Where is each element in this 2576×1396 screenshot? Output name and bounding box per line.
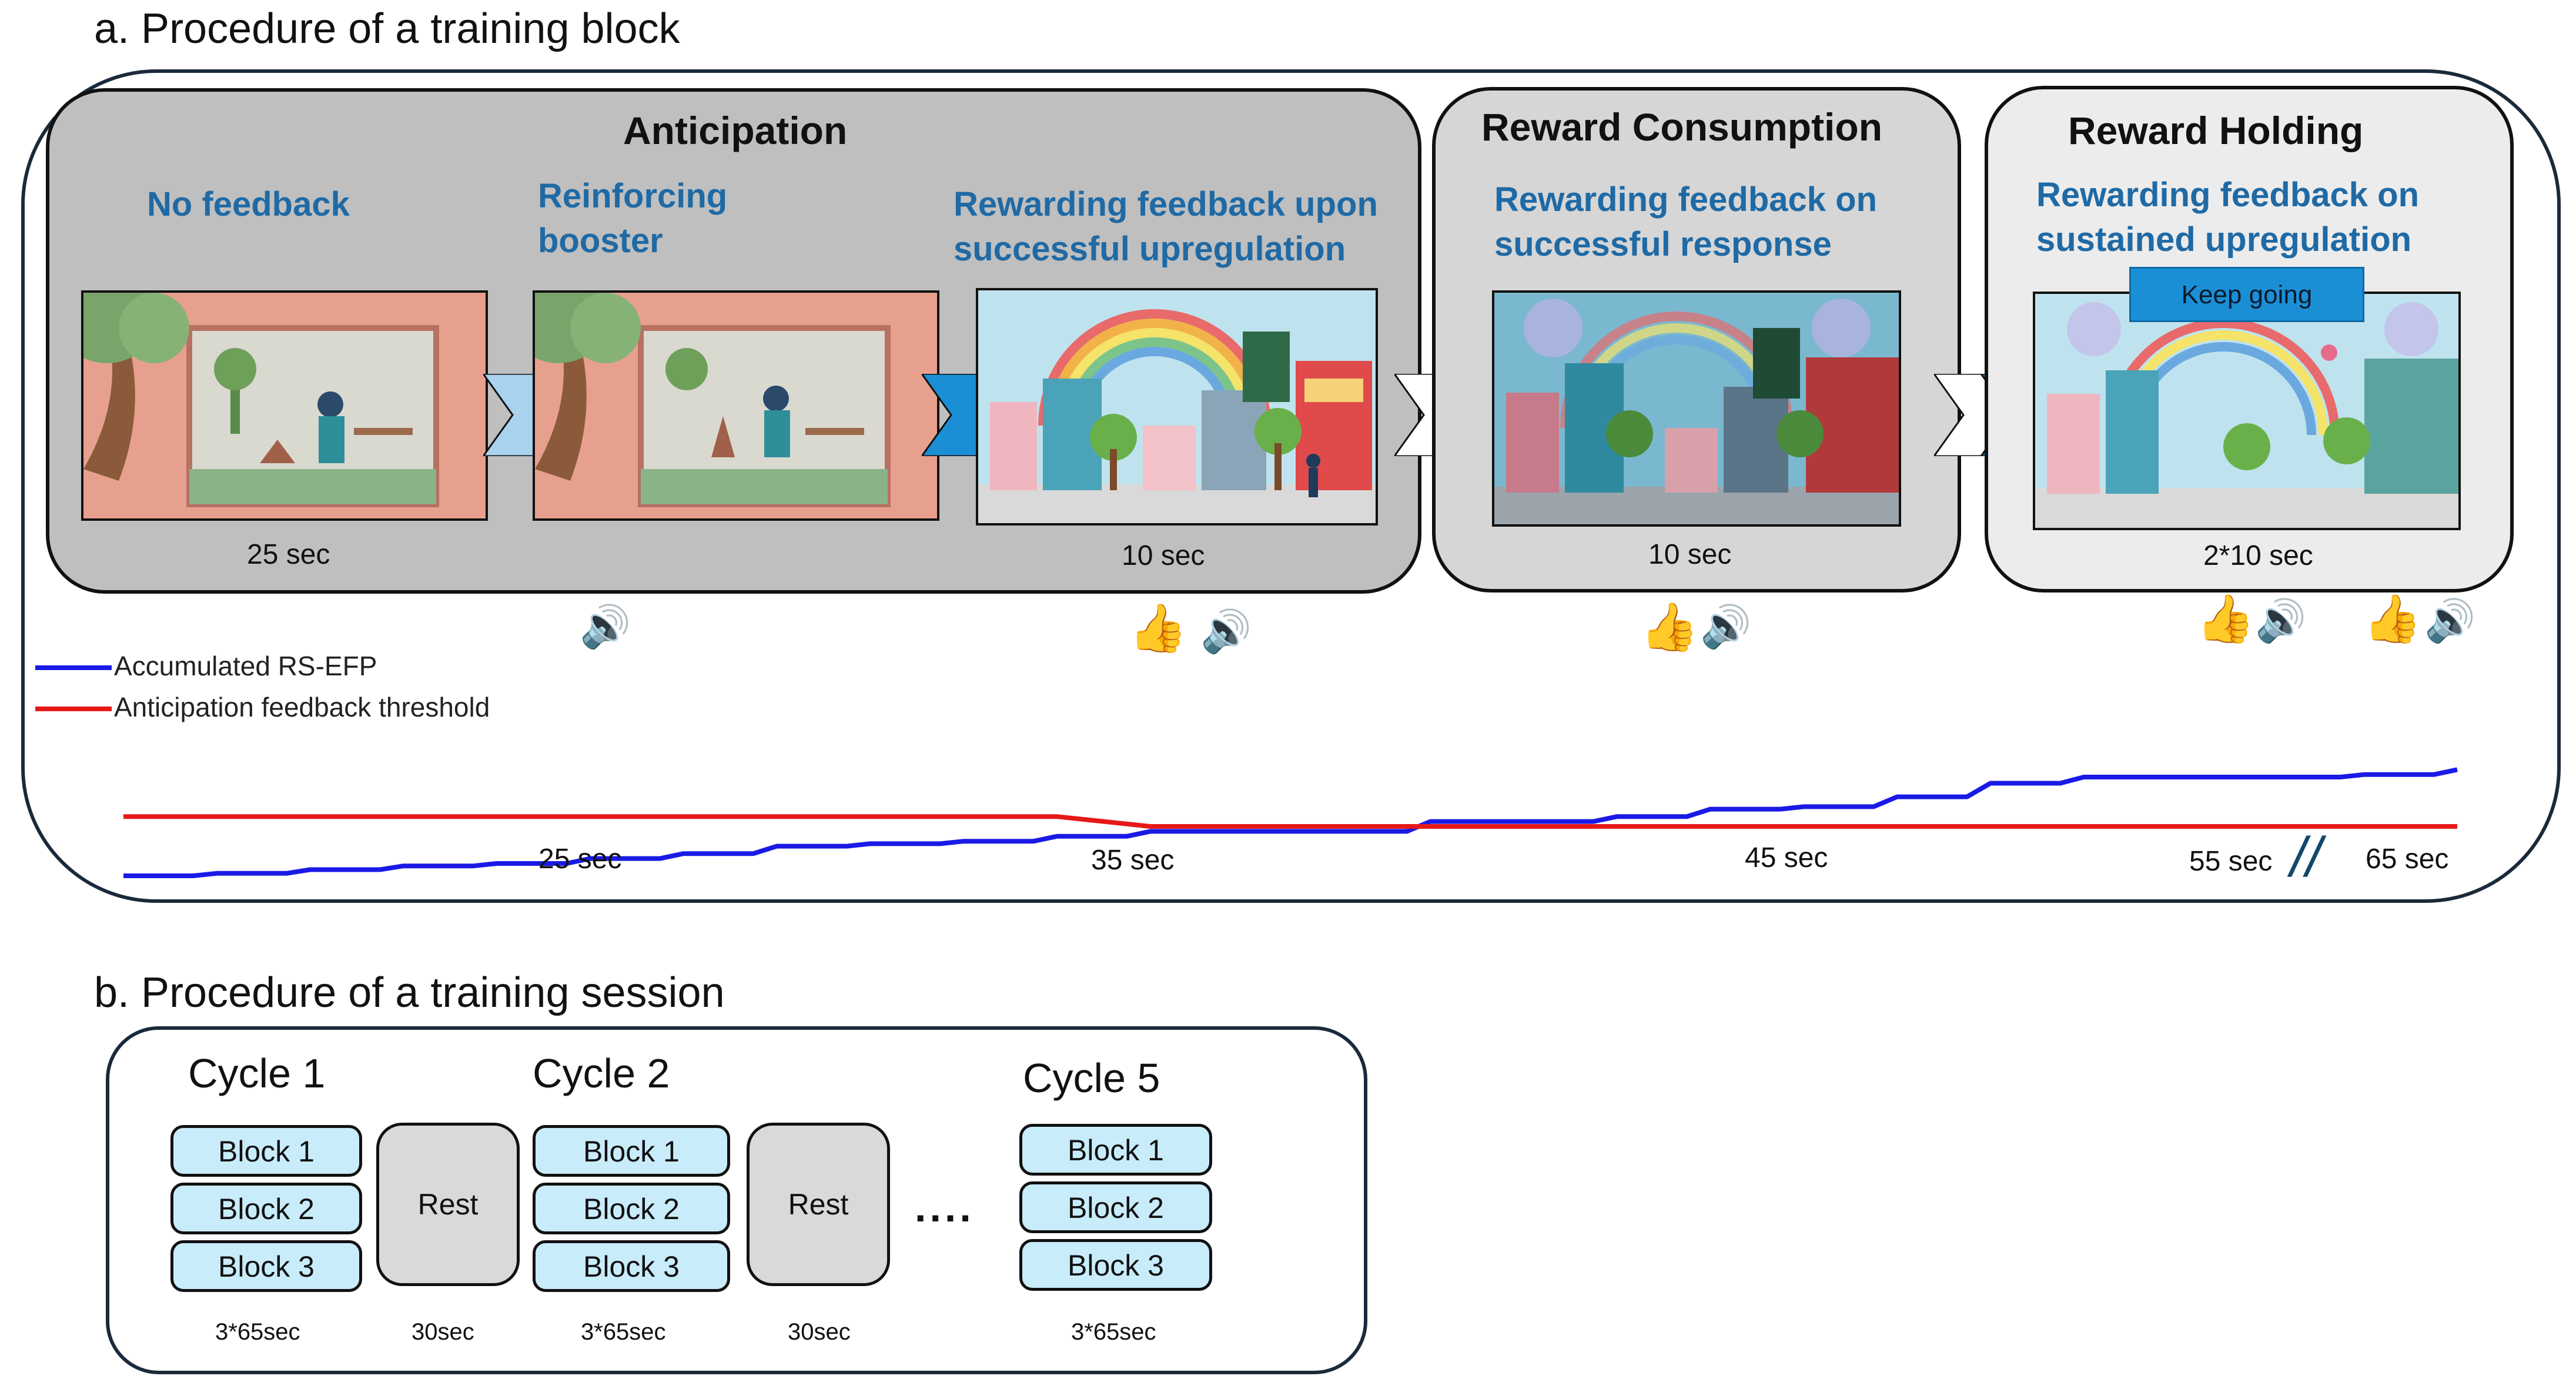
cycle1-block-2: Block 2 [170,1183,362,1234]
tick-45-sec: 45 sec [1745,842,1828,873]
cycle2-block-2: Block 2 [533,1183,730,1234]
cycle5-duration: 3*65sec [1071,1319,1156,1345]
thumbs-up-icon: 👍 [1129,602,1187,654]
duration-2x10-sec: 2*10 sec [2203,540,2313,571]
town-thumbs-illustration [1494,293,1899,524]
section-a-title: a. Procedure of a training block [94,5,680,52]
speaker-icon: 🔊 [2424,598,2476,644]
rest1-duration: 30sec [412,1319,474,1345]
cycle2-duration: 3*65sec [581,1319,666,1345]
cycle1-block-1: Block 1 [170,1125,362,1177]
accumulated-rs-efp-line [123,767,2458,878]
reward-consumption-label: Rewarding feedback on successful respons… [1494,180,1878,263]
tick-65-sec: 65 sec [2366,843,2449,875]
reinforcing-booster-label: Reinforcing booster [538,177,728,260]
legend-accumulated-label: Accumulated RS-EFP [114,651,377,681]
reward-holding-title: Reward Holding [2068,109,2364,152]
cycle5-block-2: Block 2 [1019,1181,1212,1233]
rest-2: Rest [747,1123,890,1286]
rest-1: Rest [376,1123,520,1286]
cycle2-block-3: Block 3 [533,1240,730,1292]
rest2-duration: 30sec [788,1319,851,1345]
cycle1-duration: 3*65sec [215,1319,300,1345]
tick-55-sec: 55 sec [2189,846,2273,877]
section-b-title: b. Procedure of a training session [94,969,725,1016]
tick-35-sec: 35 sec [1091,845,1175,876]
anticipation-title: Anticipation [623,109,848,152]
cycle-2-title: Cycle 2 [533,1050,670,1096]
duration-10-sec-consumption: 10 sec [1648,539,1732,570]
legend-swatch-threshold [35,707,112,711]
scene-reinforcing-booster [533,290,939,521]
speaker-icon: 🔊 [580,604,631,650]
duration-10-sec-anticipation: 10 sec [1122,540,1205,571]
legend-swatch-accumulated [35,665,112,670]
cycle5-block-1: Block 1 [1019,1124,1212,1176]
indoor-scene-illustration [83,293,486,518]
training-session-frame [106,1026,1367,1374]
thumbs-up-icon: 👍 [1640,601,1699,653]
timeline-chart [123,767,2458,878]
legend-threshold-label: Anticipation feedback threshold [114,692,490,722]
speaker-icon: 🔊 [2255,598,2307,644]
scene-no-feedback [81,290,488,521]
duration-25-sec: 25 sec [247,539,330,570]
scene-town-holding [2033,292,2461,530]
threshold-line [123,814,2457,829]
speaker-icon: 🔊 [1700,604,1752,650]
reward-holding-label: Rewarding feedback on sustained upregula… [2036,176,2420,259]
speaker-icon: 🔊 [1200,608,1252,654]
cycle-ellipsis: .... [915,1184,975,1230]
tick-25-sec: 25 sec [538,843,622,875]
cycle5-block-3: Block 3 [1019,1239,1212,1291]
no-feedback-label: No feedback [147,185,350,223]
indoor-scene-booster-illustration [535,293,937,518]
thumbs-up-icon: 👍 [2196,592,2255,645]
thumbs-up-icon: 👍 [2363,592,2422,645]
scene-town-consumption [1492,290,1901,527]
cycle-1-title: Cycle 1 [188,1050,326,1096]
cycle1-block-3: Block 3 [170,1240,362,1292]
town-rainbow-illustration [978,290,1376,523]
town-holding-illustration [2035,294,2458,528]
cycle2-block-1: Block 1 [533,1125,730,1177]
axis-break-mark: // [2290,826,2322,889]
reward-consumption-title: Reward Consumption [1481,105,1883,149]
keep-going-banner: Keep going [2129,267,2364,322]
scene-town-anticipation [976,288,1378,525]
rewarding-upregulation-label: Rewarding feedback upon successful upreg… [954,185,1378,268]
cycle-5-title: Cycle 5 [1023,1055,1160,1101]
